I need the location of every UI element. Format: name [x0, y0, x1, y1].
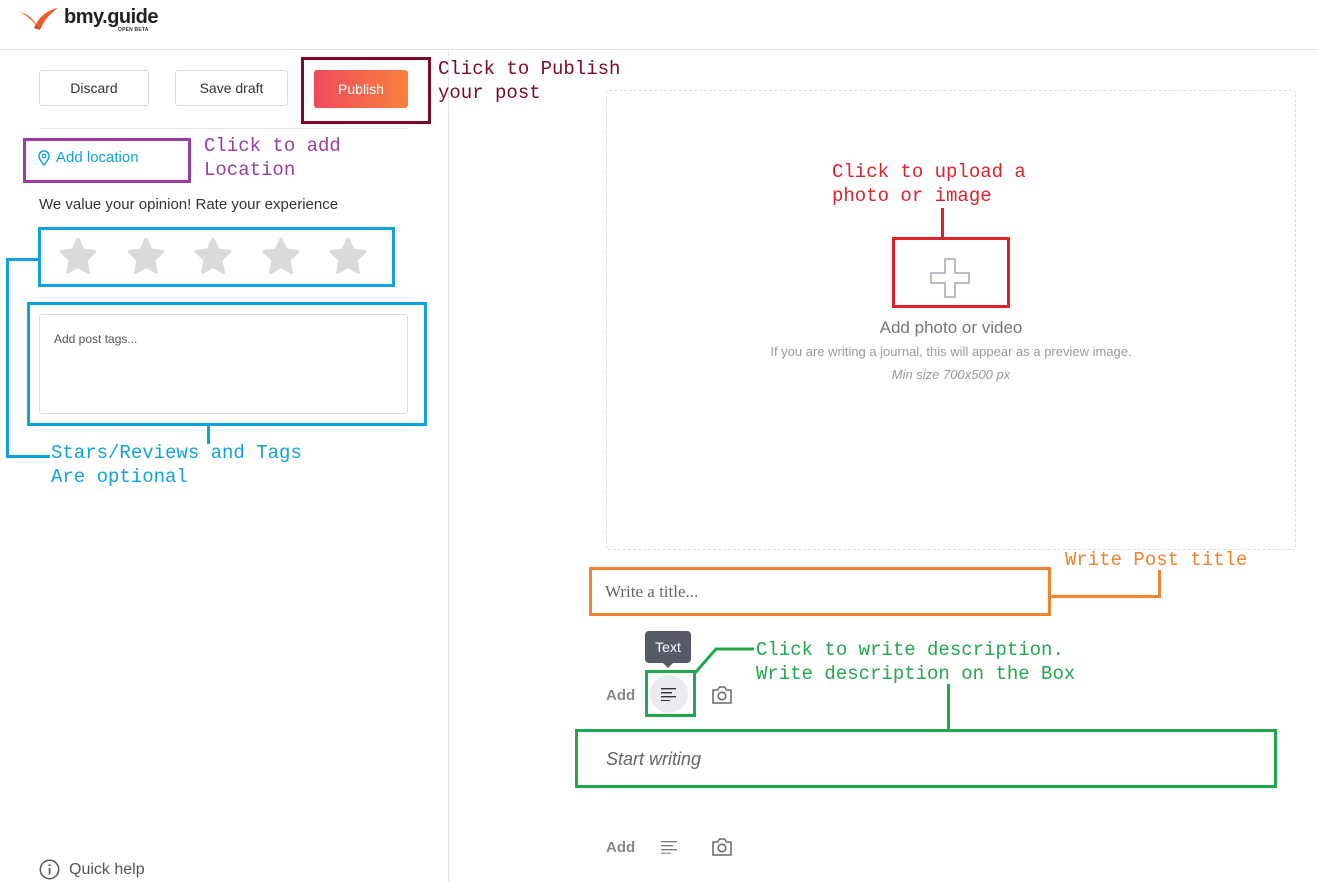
upload-subtitle: If you are writing a journal, this will … [770, 344, 1132, 359]
add-media-plus-icon[interactable] [928, 256, 972, 300]
logo-text[interactable]: bmy.guide [64, 6, 159, 28]
location-pin-icon [38, 149, 50, 166]
rating-star-3[interactable] [193, 237, 233, 275]
stars-callout-box [38, 227, 395, 287]
stars-connector-v [6, 258, 9, 458]
media-upload-area[interactable] [606, 90, 1296, 550]
add-location-label: Add location [56, 149, 139, 166]
text-tooltip: Text [645, 631, 691, 663]
add-text-button-bottom[interactable] [656, 835, 682, 859]
publish-callout-text: Click to Publish your post [438, 58, 621, 104]
rating-star-4[interactable] [261, 237, 301, 275]
description-connector [694, 647, 754, 674]
body-callout-box [575, 729, 1277, 788]
stars-connector-h [6, 258, 38, 261]
info-icon [39, 859, 60, 880]
quick-help-label: Quick help [69, 860, 145, 878]
upload-title: Add photo or video [879, 318, 1023, 337]
post-tags-input[interactable] [39, 314, 408, 414]
text-align-icon [660, 841, 677, 854]
location-callout-box [23, 138, 191, 183]
logo-beta-badge: OPEN BETA [118, 27, 149, 33]
upload-callout-text: Click to upload a photo or image [832, 161, 1026, 207]
title-connector-h [1050, 595, 1161, 598]
upload-min-size: Min size 700x500 px [891, 367, 1011, 382]
add-text-button[interactable] [650, 675, 688, 713]
quick-help-link[interactable]: Quick help [39, 859, 145, 880]
post-title-input[interactable] [594, 572, 1046, 612]
title-connector-v [1158, 570, 1161, 598]
panel-divider [448, 50, 449, 882]
add-photo-camera-icon-bottom[interactable] [710, 836, 734, 858]
tags-callout-box [27, 302, 427, 426]
add-photo-camera-icon[interactable] [710, 684, 734, 706]
add-block-label: Add [606, 687, 636, 704]
discard-button[interactable]: Discard [39, 70, 149, 106]
publish-callout-box [301, 57, 431, 124]
tooltip-arrow [662, 662, 674, 668]
location-callout-text: Click to add Location [204, 135, 341, 181]
title-callout-text: Write Post title [1065, 549, 1248, 571]
rating-star-5[interactable] [328, 237, 368, 275]
rating-star-2[interactable] [126, 237, 166, 275]
stars-tags-callout-text: Stars/Reviews and Tags Are optional [51, 442, 302, 488]
upload-connector [941, 208, 944, 238]
text-button-callout-box [645, 670, 696, 717]
publish-button[interactable]: Publish [314, 70, 408, 108]
logo-bird-icon[interactable] [18, 6, 60, 32]
rating-prompt: We value your opinion! Rate your experie… [39, 196, 339, 213]
stars-connector-bottom [6, 455, 50, 458]
save-draft-button[interactable]: Save draft [175, 70, 288, 106]
description-callout-text: Click to write description. Write descri… [756, 639, 1076, 685]
post-body-input[interactable] [578, 733, 1273, 785]
top-header: bmy.guide OPEN BETA [0, 0, 1317, 50]
upload-callout-box [892, 237, 1010, 308]
rating-star-1[interactable] [58, 237, 98, 275]
text-align-icon [661, 688, 676, 701]
add-location-link[interactable]: Add location [38, 149, 139, 166]
body-connector [947, 684, 950, 730]
toolbar-divider [39, 128, 408, 129]
tags-connector [207, 426, 210, 444]
add-block-label-bottom: Add [606, 839, 636, 856]
title-callout-box [589, 567, 1051, 616]
